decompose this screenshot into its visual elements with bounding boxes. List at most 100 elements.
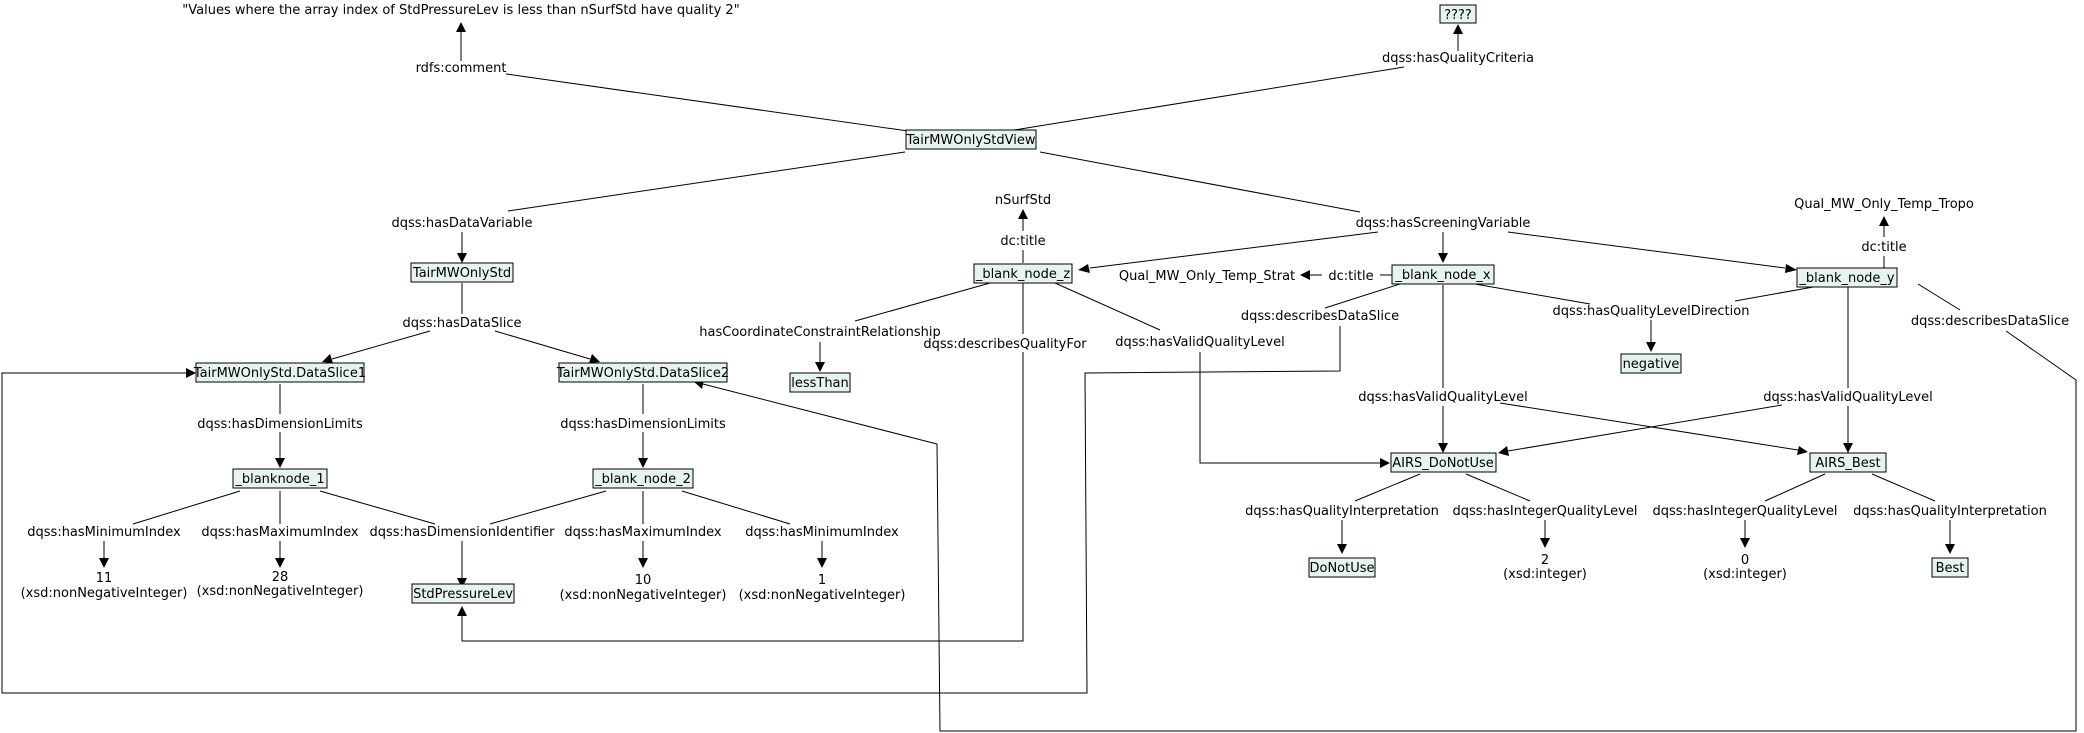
edge-label-quality-direction: dqss:hasQualityLevelDirection [1553,304,1750,319]
value-0: 0 [1741,553,1749,568]
value-11: 11 [96,571,113,586]
arrow-head [1337,544,1347,554]
edge-line [1917,283,1961,311]
edge-label-dim-limits-1: dqss:hasDimensionLimits [197,417,363,432]
edge-label-valid-quality-z: dqss:hasValidQualityLevel [1115,335,1285,350]
arrow-head [1740,538,1750,548]
edge-line [331,330,431,360]
node-blank-node-z[interactable]: _blank_node_z [973,263,1073,284]
arrow-head [1498,446,1509,456]
edge-label-has-data-slice: dqss:hasDataSlice [402,316,521,331]
edge-line [1199,352,1380,464]
edge-line [854,282,991,322]
edge-label-dc-title-y: dc:title [1861,240,1906,255]
edge-line [1474,283,1591,305]
node-tairmwonlystd[interactable]: TairMWOnlyStd [410,262,514,283]
edge-label-min-index-2: dqss:hasMinimumIndex [745,525,899,540]
edge-label-has-quality-criteria: dqss:hasQualityCriteria [1382,51,1534,66]
value-28-type: (xsd:nonNegativeInteger) [197,584,364,599]
arrow-head [1843,443,1853,453]
edge-line [461,352,1024,642]
arrow-head [1438,443,1448,453]
nodes: "Values where the array index of StdPres… [21,3,1974,604]
arrow-head [1078,264,1090,273]
edge-label-has-data-variable: dqss:hasDataVariable [391,216,532,231]
node-negative[interactable]: negative [1620,353,1682,374]
arrow-head [1438,253,1448,263]
edge-line [505,73,909,132]
edge-line [319,490,436,525]
arrow-head [589,354,600,363]
edge-line [1764,473,1826,502]
arrow-head [457,253,467,263]
edge-line [1507,231,1786,269]
node-blank-node-z-label: _blank_node_z [975,267,1071,282]
nsurfstd-literal: nSurfStd [995,193,1051,208]
node-lessthan-label: lessThan [791,376,849,391]
edge-label-describes-quality-for: dqss:describesQualityFor [923,337,1087,352]
edge-label-dc-title-x: dc:title [1328,269,1373,284]
arrow-head [638,558,648,568]
arrow-head [1380,458,1390,468]
value-10: 10 [635,573,652,588]
edge-line [494,330,591,360]
arrow-head [275,458,285,468]
node-dataslice1[interactable]: TairMWOnlyStd.DataSlice1 [193,362,366,383]
edge-label-max-index-2: dqss:hasMaximumIndex [564,525,722,540]
edges [1,22,2077,732]
edge-label-dc-title-z: dc:title [1000,234,1045,249]
edge-label-valid-quality-y: dqss:hasValidQualityLevel [1763,390,1933,405]
node-negative-label: negative [1623,357,1680,372]
edge-line [1054,282,1161,331]
arrow-head [186,368,196,378]
qual-tropo-literal: Qual_MW_Only_Temp_Tropo [1794,197,1974,212]
node-airs-best[interactable]: AIRS_Best [1809,452,1887,473]
edge-label-interp-donotuse: dqss:hasQualityInterpretation [1245,504,1439,519]
node-blanknode-1[interactable]: _blanknode_1 [232,468,328,489]
node-stdpressurelev-label: StdPressureLev [413,587,513,602]
arrow-head [99,558,109,568]
arrow-head [1300,270,1310,280]
edge-line [1465,473,1531,502]
node-blank-node-y[interactable]: _blank_node_y [1796,267,1898,288]
edge-label-describes-slice-x: dqss:describesDataSlice [1241,309,1399,324]
edge-label-max-index-1: dqss:hasMaximumIndex [201,525,359,540]
value-2-type: (xsd:integer) [1503,567,1587,582]
arrow-head [275,558,285,568]
value-2: 2 [1541,553,1549,568]
node-dataslice2-label: TairMWOnlyStd.DataSlice2 [556,366,729,381]
node-airs-donotuse[interactable]: AIRS_DoNotUse [1390,452,1497,473]
arrow-head [1540,538,1550,548]
node-stdpressurelev[interactable]: StdPressureLev [411,583,515,604]
node-literal-best-label: Best [1936,561,1965,576]
node-qmarks[interactable]: ???? [1439,4,1477,24]
arrow-head [817,558,827,568]
node-blank-node-2[interactable]: _blank_node_2 [592,468,694,489]
node-lessthan[interactable]: lessThan [789,372,851,393]
comment-literal: "Values where the array index of StdPres… [182,3,739,18]
node-blank-node-y-label: _blank_node_y [1798,271,1895,286]
value-1-type: (xsd:nonNegativeInteger) [739,588,906,603]
edge-line [1089,231,1379,269]
edge-line [1499,402,1799,451]
edge-line [681,490,791,525]
edge-label-has-screening-variable: dqss:hasScreeningVariable [1356,216,1531,231]
edge-line [1354,473,1421,502]
node-literal-donotuse[interactable]: DoNotUse [1308,557,1376,578]
edge-line [1007,66,1405,132]
arrow-head [456,22,466,32]
edge-label-int-level-donotuse: dqss:hasIntegerQualityLevel [1453,504,1638,519]
node-literal-best[interactable]: Best [1931,557,1969,578]
node-dataslice2[interactable]: TairMWOnlyStd.DataSlice2 [556,362,729,383]
node-blank-node-x[interactable]: _blank_node_x [1391,264,1495,285]
qual-strat-literal: Qual_MW_Only_Temp_Strat [1119,269,1295,284]
node-root-label: TairMWOnlyStdView [905,133,1035,148]
value-10-type: (xsd:nonNegativeInteger) [560,588,727,603]
edge-line [489,490,607,525]
edge-line [1,326,1341,694]
node-root[interactable]: TairMWOnlyStdView [905,129,1037,150]
edge-labels: rdfs:comment dqss:hasQualityCriteria dqs… [27,51,2069,540]
node-blank-node-x-label: _blank_node_x [1394,268,1491,283]
node-blank-node-2-label: _blank_node_2 [594,472,691,487]
